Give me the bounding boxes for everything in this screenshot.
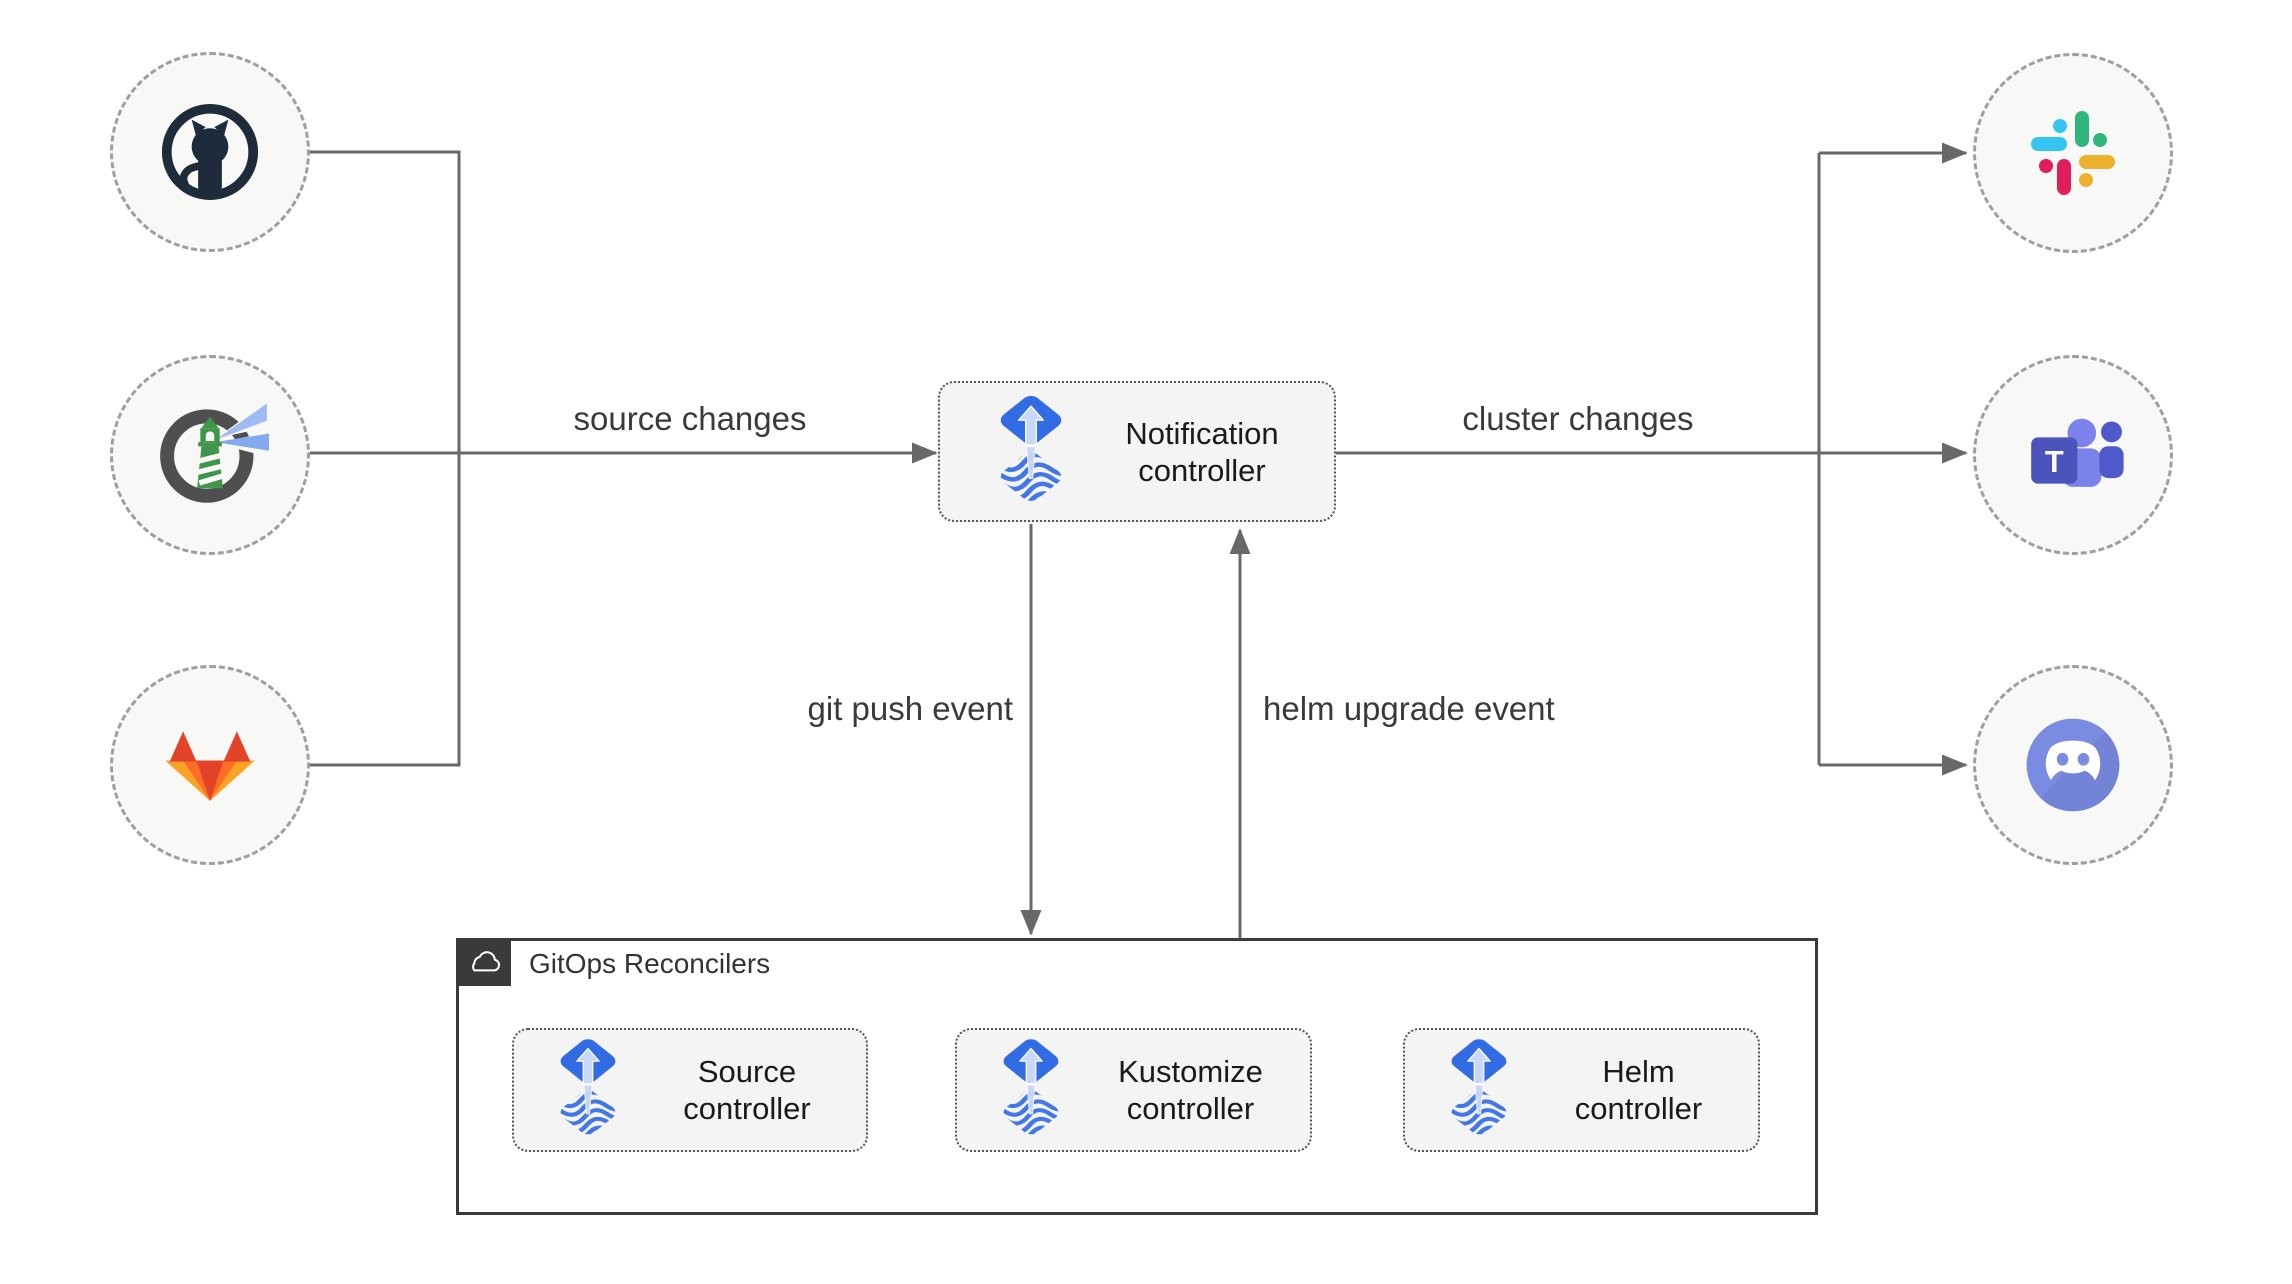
- node-label: Helm controller: [1574, 1054, 1703, 1126]
- edge-label-git-push-event: git push event: [807, 690, 1013, 727]
- edge-label-helm-upgrade-event: helm upgrade event: [1263, 690, 1555, 727]
- flux-icon: [983, 1037, 1079, 1143]
- edge-label-cluster-changes: cluster changes: [1462, 400, 1694, 437]
- node-label: Source controller: [683, 1054, 811, 1126]
- node-label: Notification controller: [1125, 415, 1279, 488]
- teams-icon: T: [2031, 418, 2124, 487]
- flux-icon: [978, 393, 1084, 511]
- source-node-github: [110, 52, 310, 252]
- target-node-teams: T: [1973, 355, 2173, 555]
- container-badge: [456, 938, 511, 986]
- discord-icon: [2026, 718, 2120, 812]
- github-icon: [161, 103, 259, 201]
- container-title: GitOps Reconcilers: [529, 948, 771, 979]
- source-node-harbor: [110, 355, 310, 555]
- harbor-icon: [160, 399, 269, 503]
- node-helm-controller: Helm controller: [1403, 1028, 1760, 1152]
- node-notification-controller: Notification controller: [938, 381, 1336, 522]
- slack-icon: [2031, 111, 2115, 195]
- node-label: Kustomize controller: [1118, 1054, 1263, 1126]
- teams-letter: T: [2045, 444, 2064, 479]
- target-node-slack: [1973, 53, 2173, 253]
- target-node-discord: [1973, 665, 2173, 865]
- node-source-controller: Source controller: [512, 1028, 868, 1152]
- edge-label-source-changes: source changes: [573, 400, 807, 437]
- gitlab-icon: [165, 731, 255, 801]
- node-kustomize-controller: Kustomize controller: [955, 1028, 1312, 1152]
- flux-icon: [540, 1037, 636, 1143]
- source-node-gitlab: [110, 665, 310, 865]
- cloud-icon: [471, 951, 500, 972]
- flux-icon: [1431, 1037, 1527, 1143]
